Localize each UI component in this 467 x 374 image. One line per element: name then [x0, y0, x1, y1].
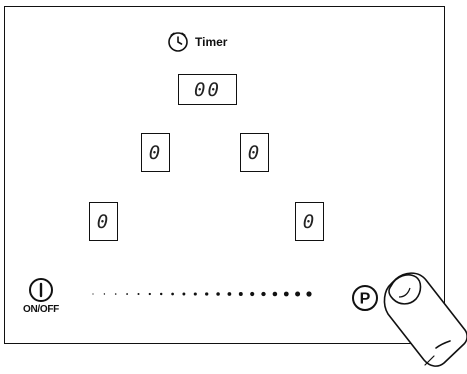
slider-dot[interactable] [137, 293, 139, 295]
zone-display-2[interactable]: 0 [240, 133, 269, 172]
power-icon [28, 277, 54, 303]
slider-dot[interactable] [261, 292, 265, 296]
pause-icon: P [350, 283, 380, 313]
slider-dot[interactable] [126, 293, 128, 295]
slider-dot[interactable] [216, 292, 220, 296]
zone-display-4[interactable]: 0 [295, 202, 324, 241]
timer-header[interactable]: Timer [167, 31, 227, 53]
slider-dot[interactable] [239, 292, 243, 296]
slider-dot[interactable] [115, 293, 117, 295]
timer-display: 00 [178, 74, 237, 105]
pause-label: P [360, 291, 371, 308]
on-off-label: ON/OFF [23, 304, 59, 315]
slider-dot[interactable] [306, 291, 311, 296]
timer-label: Timer [195, 35, 227, 49]
slider-dot[interactable] [284, 292, 289, 297]
clock-icon [167, 31, 189, 53]
slider-dot[interactable] [273, 292, 278, 297]
slider-dot[interactable] [149, 293, 151, 295]
slider-dot[interactable] [160, 293, 162, 295]
slider-dot[interactable] [228, 292, 232, 296]
zone-display-1[interactable]: 0 [141, 133, 170, 172]
slider-dot[interactable] [295, 292, 300, 297]
slider-dot[interactable] [171, 293, 174, 296]
slider-dot[interactable] [250, 292, 254, 296]
zone-display-3[interactable]: 0 [89, 202, 118, 241]
slider-dot[interactable] [182, 293, 185, 296]
on-off-button[interactable]: ON/OFF [23, 277, 59, 315]
pause-button[interactable]: P [350, 283, 380, 313]
control-panel: Timer 00 0 0 0 0 ON/OFF P [4, 6, 445, 344]
slider-dot[interactable] [104, 293, 105, 294]
slider-dot[interactable] [194, 292, 197, 295]
finger-icon [380, 268, 467, 372]
slider-dot[interactable] [92, 293, 93, 294]
slider-dot[interactable] [205, 292, 208, 295]
power-level-slider[interactable] [91, 288, 313, 300]
